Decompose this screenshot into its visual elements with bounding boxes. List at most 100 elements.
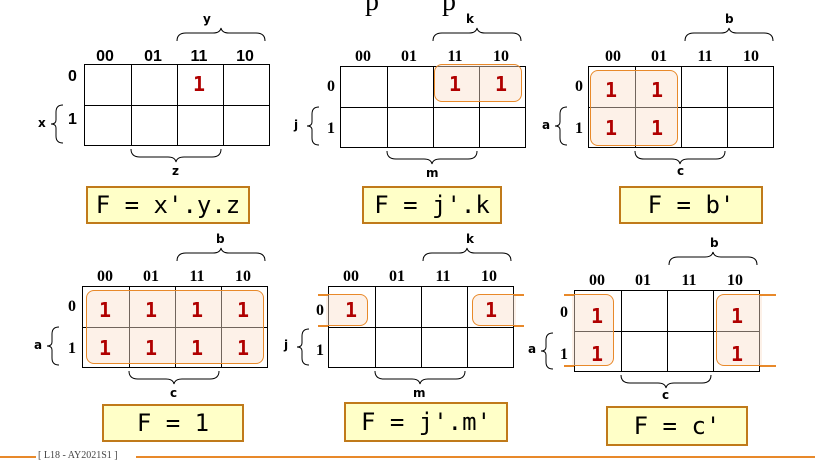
bottom-variable-label: c bbox=[662, 388, 670, 402]
col-header: 01 bbox=[389, 268, 405, 285]
row-header: 1 bbox=[575, 120, 583, 137]
grouping-loop bbox=[86, 290, 264, 364]
top-brace bbox=[684, 27, 774, 42]
col-header: 00 bbox=[96, 48, 114, 65]
col-header: 10 bbox=[235, 268, 251, 285]
bottom-variable-label: c bbox=[677, 164, 685, 178]
grouping-wrap-line bbox=[564, 294, 574, 296]
cell-value: 1 bbox=[190, 336, 204, 360]
title-fragment: p p bbox=[365, 0, 456, 17]
top-variable-label: b bbox=[725, 12, 734, 26]
bottom-variable-label: z bbox=[172, 164, 179, 178]
grouping-loop bbox=[590, 70, 678, 146]
col-header: 00 bbox=[97, 268, 113, 285]
cell-value: 1 bbox=[448, 72, 462, 96]
cell-value: 1 bbox=[730, 342, 744, 366]
kmap-grid bbox=[328, 286, 514, 368]
col-header: 11 bbox=[697, 48, 713, 65]
cell-value: 1 bbox=[344, 298, 358, 322]
row-header: 0 bbox=[560, 304, 568, 321]
grouping-loop bbox=[434, 64, 522, 102]
col-header: 01 bbox=[144, 48, 162, 65]
row-variable-label: a bbox=[528, 342, 537, 356]
cell-value: 1 bbox=[730, 304, 744, 328]
bottom-variable-label: m bbox=[413, 386, 426, 400]
row-header: 1 bbox=[316, 342, 324, 359]
expression-box: F = c' bbox=[606, 406, 748, 446]
bottom-brace bbox=[374, 370, 466, 385]
cell-value: 1 bbox=[590, 342, 604, 366]
grouping-loop-left bbox=[572, 294, 614, 366]
cell-value: 1 bbox=[494, 72, 508, 96]
grouping-loop-right bbox=[716, 294, 762, 366]
kmap-grid bbox=[340, 66, 526, 148]
grouping-wrap-line bbox=[760, 365, 776, 367]
row-brace bbox=[306, 106, 320, 146]
col-header: 10 bbox=[743, 48, 759, 65]
col-header: 10 bbox=[236, 48, 254, 65]
col-header: 00 bbox=[355, 48, 371, 65]
expression-box: F = x'.y.z bbox=[86, 186, 250, 224]
row-variable-label: j bbox=[294, 118, 299, 132]
row-header: 0 bbox=[68, 68, 77, 85]
grouping-wrap-line bbox=[514, 325, 524, 327]
top-variable-label: k bbox=[466, 232, 474, 246]
bottom-brace bbox=[634, 150, 726, 165]
grouping-loop-right bbox=[472, 294, 516, 326]
col-header: 01 bbox=[651, 48, 667, 65]
col-header: 11 bbox=[189, 268, 205, 285]
bottom-variable-label: m bbox=[426, 166, 439, 180]
bottom-brace bbox=[130, 148, 222, 163]
cell-value: 1 bbox=[604, 78, 618, 102]
col-header: 01 bbox=[635, 272, 651, 289]
kmap-grid bbox=[84, 64, 270, 146]
cell-value: 1 bbox=[190, 298, 204, 322]
footer-rule-right bbox=[136, 456, 815, 458]
grouping-wrap-line bbox=[318, 325, 328, 327]
top-brace bbox=[668, 251, 758, 266]
top-brace bbox=[432, 27, 522, 42]
top-variable-label: b bbox=[710, 236, 719, 250]
grouping-wrap-line bbox=[514, 294, 524, 296]
bottom-brace bbox=[386, 150, 478, 165]
footer-label: [ L18 - AY2021S1 ] bbox=[38, 450, 118, 461]
bottom-brace bbox=[620, 374, 712, 389]
kmap-grid bbox=[588, 66, 774, 148]
row-variable-label: a bbox=[34, 338, 43, 352]
top-brace bbox=[176, 247, 266, 262]
col-header: 11 bbox=[681, 272, 697, 289]
row-variable-label: a bbox=[542, 118, 551, 132]
col-header: 00 bbox=[605, 48, 621, 65]
top-variable-label: k bbox=[466, 12, 474, 26]
cell-value: 1 bbox=[192, 72, 206, 96]
col-header: 10 bbox=[493, 48, 509, 65]
cell-value: 1 bbox=[98, 298, 112, 322]
row-variable-label: x bbox=[38, 116, 46, 130]
expression-box: F = j'.m' bbox=[344, 402, 508, 442]
bottom-variable-label: c bbox=[170, 386, 178, 400]
top-brace bbox=[176, 27, 266, 42]
col-header: 01 bbox=[401, 48, 417, 65]
row-header: 1 bbox=[560, 346, 568, 363]
cell-value: 1 bbox=[144, 298, 158, 322]
row-brace bbox=[554, 106, 568, 146]
top-brace bbox=[422, 247, 512, 262]
col-header: 11 bbox=[190, 48, 208, 65]
kmap-grid bbox=[82, 286, 268, 368]
row-brace bbox=[296, 328, 310, 366]
col-header: 00 bbox=[343, 268, 359, 285]
expression-box: F = b' bbox=[619, 186, 763, 224]
col-header: 00 bbox=[589, 272, 605, 289]
top-variable-label: b bbox=[216, 232, 225, 246]
col-header: 10 bbox=[481, 268, 497, 285]
col-header: 11 bbox=[435, 268, 451, 285]
grouping-wrap-line bbox=[564, 365, 574, 367]
row-variable-label: j bbox=[284, 338, 289, 352]
footer-rule-left bbox=[0, 456, 36, 458]
top-variable-label: y bbox=[203, 12, 211, 26]
cell-value: 1 bbox=[604, 116, 618, 140]
row-brace bbox=[46, 326, 60, 366]
row-header: 1 bbox=[68, 340, 76, 357]
cell-value: 1 bbox=[236, 336, 250, 360]
bottom-brace bbox=[128, 370, 220, 385]
